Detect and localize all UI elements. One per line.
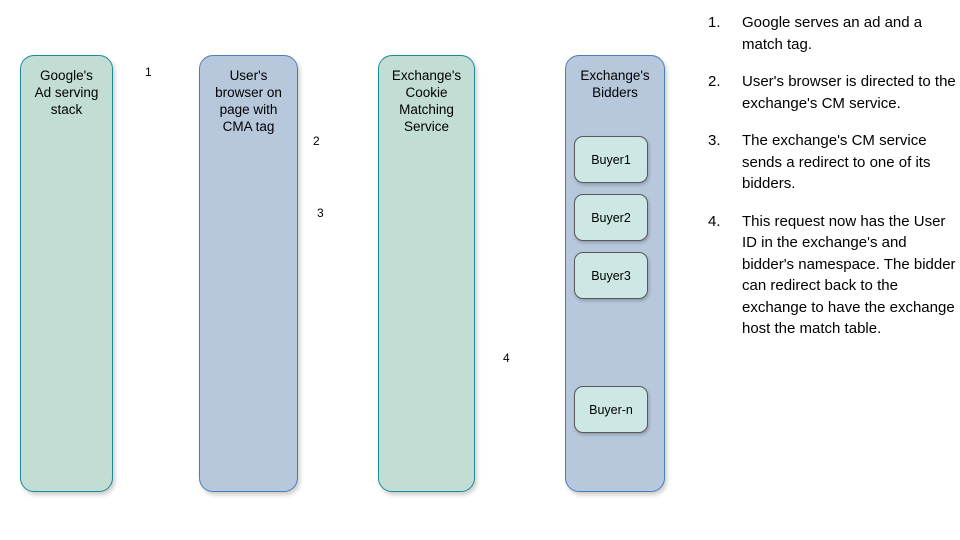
- legend-item-1: 1. Google serves an ad and a match tag.: [708, 12, 956, 55]
- arrow-3-label: 3: [317, 206, 324, 220]
- buyer-box-buyer3: Buyer3: [574, 252, 648, 299]
- node-exchange-cookie-matching-service: Exchange's Cookie Matching Service: [378, 55, 475, 492]
- arrow-4-label: 4: [503, 351, 510, 365]
- legend-item-number: 1.: [708, 14, 721, 31]
- buyer-label: Buyer2: [591, 210, 631, 225]
- legend-item-3: 3. The exchange's CM service sends a red…: [708, 130, 956, 195]
- buyer-label: Buyer3: [591, 268, 631, 283]
- legend-item-number: 4.: [708, 212, 721, 230]
- node-label: Exchange's Cookie Matching Service: [391, 68, 462, 134]
- legend-item-2: 2. User's browser is directed to the exc…: [708, 71, 956, 114]
- buyer-label: Buyer1: [591, 152, 631, 167]
- legend-item-text: User's browser is directed to the exchan…: [742, 73, 956, 112]
- buyer-label: Buyer-n: [589, 402, 633, 417]
- legend-item-text: The exchange's CM service sends a redire…: [742, 132, 931, 192]
- arrow-1-label: 1: [145, 65, 152, 79]
- legend-item-text: This request now has the User ID in the …: [742, 212, 956, 338]
- node-user-browser: User's browser on page with CMA tag: [199, 55, 298, 492]
- node-label: User's browser on page with CMA tag: [215, 68, 282, 134]
- node-label: Google's Ad serving stack: [34, 68, 99, 117]
- legend-item-number: 2.: [708, 73, 721, 90]
- node-google-ad-serving-stack: Google's Ad serving stack: [20, 55, 113, 492]
- legend-item-text: Google serves an ad and a match tag.: [742, 14, 923, 53]
- buyer-box-buyer2: Buyer2: [574, 194, 648, 241]
- legend-list: 1. Google serves an ad and a match tag. …: [708, 12, 956, 356]
- buyer-box-buyer-n: Buyer-n: [574, 386, 648, 433]
- buyer-box-buyer1: Buyer1: [574, 136, 648, 183]
- legend-item-4: 4. This request now has the User ID in t…: [708, 211, 956, 340]
- arrow-2-label: 2: [313, 134, 320, 148]
- node-label: Exchange's Bidders: [580, 68, 650, 100]
- legend-item-number: 3.: [708, 132, 721, 149]
